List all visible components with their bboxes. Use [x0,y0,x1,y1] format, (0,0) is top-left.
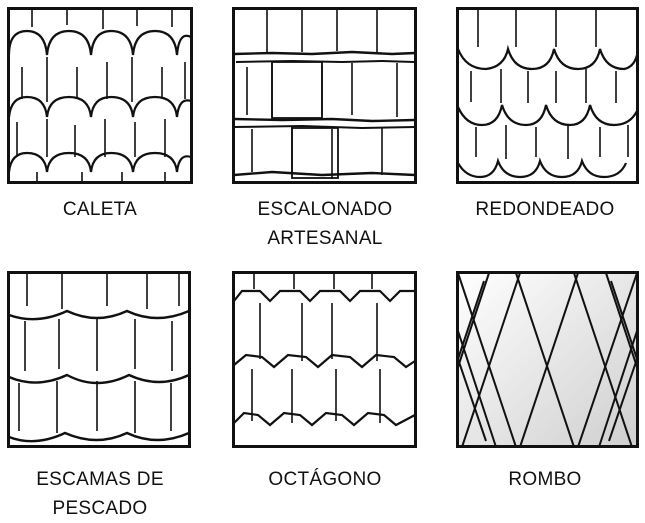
caption-octagono: OCTÁGONO [225,465,425,494]
redondeado-pattern [456,7,639,184]
caption-line: ESCAMAS DE [36,469,164,490]
caption-rombo: ROMBO [445,465,645,494]
tile-octagono [232,271,417,448]
caption-line: CALETA [62,199,138,220]
caption-line: PESCADO [52,498,148,519]
escamas-de-pescado-pattern [7,271,191,448]
caleta-pattern [7,7,193,184]
caption-escalonado-artesanal: ESCALONADO ARTESANAL [225,195,425,253]
tile-escamas-de-pescado [7,271,191,448]
tile-caleta [7,7,193,184]
caption-line: OCTÁGONO [268,469,382,490]
caption-escamas-de-pescado: ESCAMAS DE PESCADO [0,465,200,523]
tile-escalonado-artesanal [232,7,417,184]
caption-line: ESCALONADO [257,199,393,220]
rombo-pattern [456,271,639,448]
escalonado-artesanal-pattern [232,7,417,184]
caption-line: ROMBO [508,469,582,490]
caption-caleta: CALETA [0,195,200,224]
caption-line: ARTESANAL [267,228,383,249]
caption-redondeado: REDONDEADO [445,195,645,224]
tile-rombo [456,271,639,448]
tile-redondeado [456,7,639,184]
octagono-pattern [232,271,417,448]
caption-line: REDONDEADO [475,199,615,220]
